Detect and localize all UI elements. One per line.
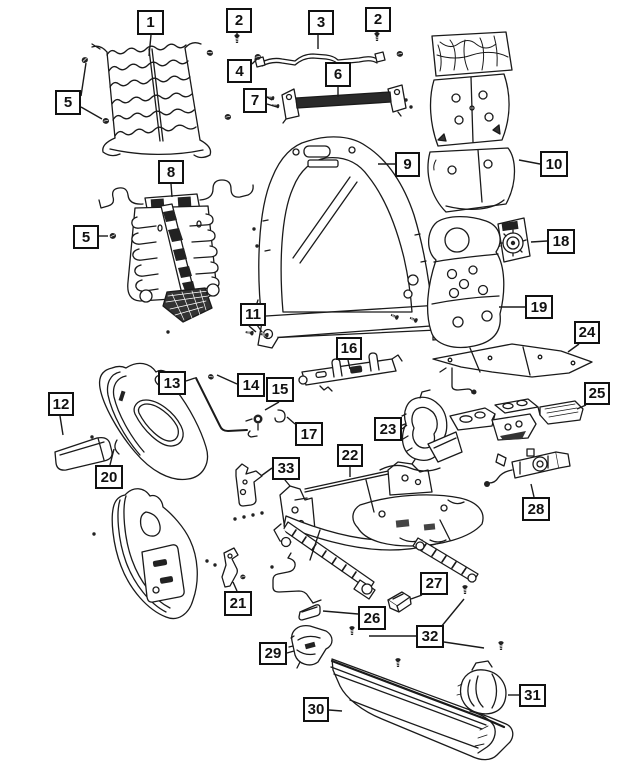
leader-line-5a bbox=[80, 106, 103, 120]
leader-line-21 bbox=[232, 581, 238, 592]
callout-12[interactable]: 12 bbox=[48, 392, 74, 416]
callout-8[interactable]: 8 bbox=[158, 160, 184, 184]
leader-line-18 bbox=[530, 240, 548, 243]
callout-24[interactable]: 24 bbox=[574, 321, 600, 344]
part-17-retainer-hook bbox=[274, 409, 286, 423]
part-20-side-shield-inner bbox=[98, 362, 209, 481]
leader-line-29 bbox=[286, 650, 295, 654]
part-28-track-motor bbox=[484, 448, 571, 487]
callout-32[interactable]: 32 bbox=[416, 625, 444, 648]
leader-line-20 bbox=[109, 448, 115, 466]
leader-line-17 bbox=[286, 416, 296, 425]
leader-line-15 bbox=[264, 401, 280, 411]
callout-4[interactable]: 4 bbox=[227, 59, 252, 83]
part-13-torsion-rod bbox=[195, 377, 248, 432]
callout-26[interactable]: 26 bbox=[358, 606, 386, 630]
leader-line-4 bbox=[251, 58, 258, 65]
leader-line-7 bbox=[266, 103, 278, 108]
leader-line-32 bbox=[440, 598, 465, 628]
leader-line-8 bbox=[170, 183, 173, 198]
leader-line-12 bbox=[59, 415, 64, 436]
callout-27[interactable]: 27 bbox=[420, 572, 448, 595]
leader-line-13 bbox=[185, 377, 196, 382]
part-25-floor-panel bbox=[449, 398, 584, 441]
leader-line-1 bbox=[148, 34, 152, 57]
part-24-sensor-mat bbox=[432, 343, 593, 395]
callout-13[interactable]: 13 bbox=[158, 371, 186, 395]
leader-line-7 bbox=[266, 96, 273, 101]
leader-line-5a bbox=[80, 62, 87, 97]
callout-14[interactable]: 14 bbox=[237, 373, 265, 397]
part-30-side-trim bbox=[330, 658, 514, 761]
callout-29[interactable]: 29 bbox=[259, 642, 287, 665]
part-27-track-clip bbox=[387, 591, 412, 613]
callout-19[interactable]: 19 bbox=[525, 295, 553, 319]
leader-line-32 bbox=[443, 641, 485, 649]
callout-31[interactable]: 31 bbox=[519, 684, 546, 707]
callout-22[interactable]: 22 bbox=[337, 444, 363, 467]
leader-line-10 bbox=[518, 159, 541, 165]
leader-line-24 bbox=[567, 343, 580, 353]
leader-line-26 bbox=[322, 610, 359, 615]
callout-15[interactable]: 15 bbox=[266, 377, 294, 402]
callout-5b[interactable]: 5 bbox=[73, 225, 99, 249]
callout-28[interactable]: 28 bbox=[522, 497, 550, 521]
callout-23[interactable]: 23 bbox=[374, 417, 402, 441]
part-12-handle-cap bbox=[54, 436, 113, 471]
part-26-spacer bbox=[298, 604, 321, 621]
part-19-seatback-pad bbox=[426, 215, 505, 349]
callout-16[interactable]: 16 bbox=[336, 337, 362, 360]
callout-3[interactable]: 3 bbox=[308, 10, 334, 35]
callout-21[interactable]: 21 bbox=[224, 591, 252, 616]
part-21-belt-bracket bbox=[221, 547, 239, 588]
leader-line-30 bbox=[328, 709, 343, 712]
part-16-cushion-bracket bbox=[298, 352, 403, 392]
callout-18[interactable]: 18 bbox=[547, 229, 575, 254]
part-29-front-cover bbox=[288, 625, 333, 669]
part-9-seatback-frame bbox=[251, 136, 458, 349]
callout-5a[interactable]: 5 bbox=[55, 90, 81, 115]
leader-line-11 bbox=[248, 325, 257, 333]
callout-11[interactable]: 11 bbox=[240, 303, 266, 326]
part-linkage-wire bbox=[272, 552, 322, 604]
part-8-lumbar-support bbox=[98, 179, 254, 323]
callout-2b[interactable]: 2 bbox=[365, 7, 391, 32]
part-6-torsion-crossbar bbox=[281, 84, 407, 124]
part-22-seat-adjuster bbox=[273, 457, 484, 600]
part-1-suspension-spring-mat bbox=[91, 42, 212, 159]
callout-7[interactable]: 7 bbox=[243, 88, 267, 113]
callout-9[interactable]: 9 bbox=[395, 152, 420, 177]
part-side-shield-outer bbox=[111, 488, 198, 620]
callout-25[interactable]: 25 bbox=[584, 382, 610, 405]
leader-line-14 bbox=[216, 374, 238, 385]
callout-6[interactable]: 6 bbox=[325, 62, 351, 87]
leader-line-27 bbox=[410, 594, 423, 600]
leader-line-25 bbox=[576, 404, 587, 410]
callout-17[interactable]: 17 bbox=[295, 422, 323, 446]
callout-2a[interactable]: 2 bbox=[226, 8, 252, 33]
leader-line-23 bbox=[401, 424, 408, 430]
part-33-latch-bracket bbox=[235, 463, 263, 507]
part-31-rear-cover bbox=[456, 660, 507, 715]
callout-33[interactable]: 33 bbox=[272, 457, 300, 480]
part-23-recliner-cover bbox=[399, 389, 463, 463]
callout-1[interactable]: 1 bbox=[137, 10, 164, 35]
part-15-pivot-pin bbox=[245, 414, 263, 438]
callout-30[interactable]: 30 bbox=[303, 697, 329, 722]
leader-line-16 bbox=[347, 359, 351, 370]
leader-lines bbox=[59, 32, 587, 712]
part-10-back-panel-stack bbox=[427, 31, 516, 213]
callout-10[interactable]: 10 bbox=[540, 151, 568, 177]
leader-line-28 bbox=[530, 483, 535, 498]
callout-20[interactable]: 20 bbox=[95, 465, 123, 489]
leader-line-33 bbox=[260, 467, 273, 477]
part-3-support-rod bbox=[254, 51, 386, 68]
